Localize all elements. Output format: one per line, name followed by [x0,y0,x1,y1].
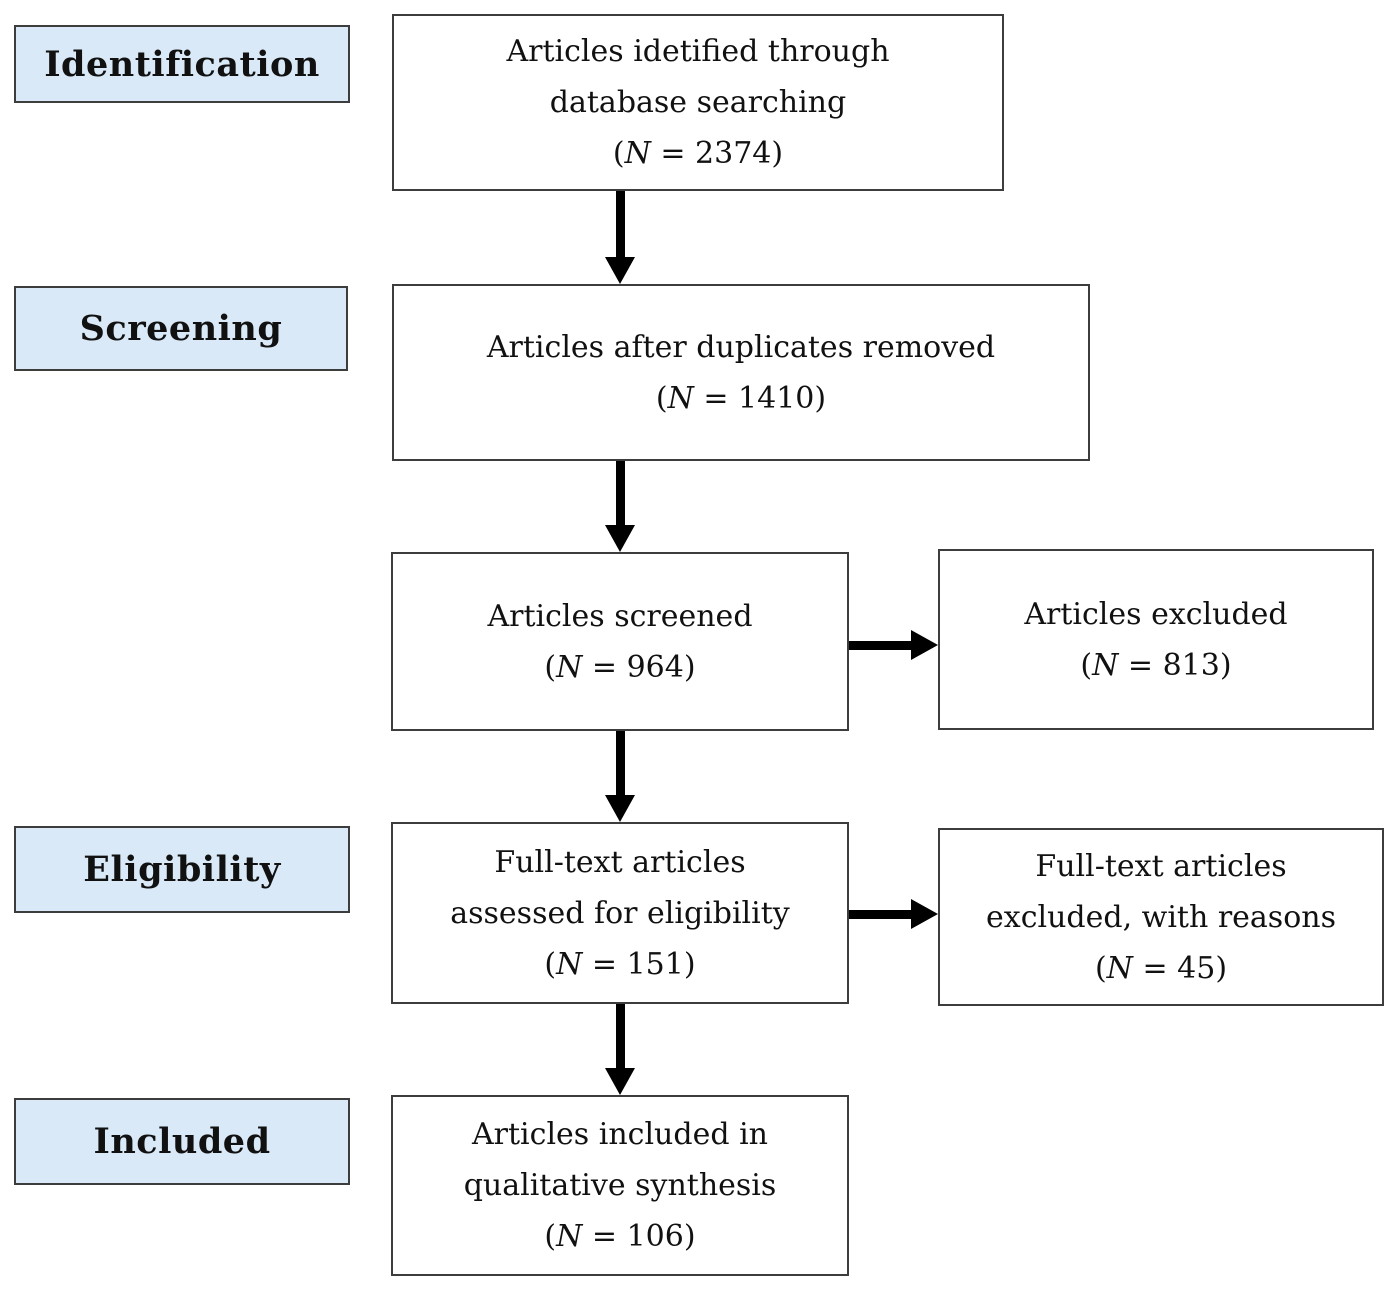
box-text-line: Articles after duplicates removed [486,329,996,365]
count-value: 45 [1177,950,1216,986]
count-line: (N = 964) [544,649,696,685]
arrow-stem [849,909,911,919]
arrow-screened-to-assessed [605,731,635,822]
stage-label-eligibility: Eligibility [14,826,350,913]
arrow-down-icon [605,1068,635,1095]
box-text: Articles included in qualitative synthes… [393,1109,847,1262]
box-included-qualitative: Articles included in qualitative synthes… [391,1095,849,1276]
box-fulltext-assessed: Full-text articles assessed for eligibil… [391,822,849,1004]
stage-label-text: Identification [44,43,320,85]
box-text: Full-text articles excluded, with reason… [940,841,1382,994]
box-text-line: Full-text articles [1035,848,1287,884]
arrow-stem [615,1004,625,1068]
box-text-line: Articles idetified through [506,34,890,69]
box-articles-identified: Articles idetified through database sear… [392,14,1004,191]
n-variable: N [556,1219,583,1254]
box-text: Articles after duplicates removed (N = 1… [394,322,1088,424]
count-value: 1410 [738,380,815,416]
arrow-right-icon [911,899,938,929]
box-text: Articles idetified through database sear… [394,26,1002,179]
arrow-assessed-to-fulltext-excluded [849,899,938,929]
arrow-assessed-to-included [605,1004,635,1095]
box-text-line: assessed for eligibility [450,895,790,931]
box-text-line: Articles excluded [1024,596,1288,632]
count-value: 151 [626,946,684,982]
n-variable: N [624,136,651,171]
arrow-right-icon [911,630,938,660]
box-text-line: Full-text articles [494,844,746,880]
box-text-line: database searching [549,85,847,120]
count-line: (N = 151) [544,946,696,982]
arrow-stem [615,191,625,257]
n-variable: N [556,946,583,982]
box-articles-screened: Articles screened (N = 964) [391,552,849,731]
box-text-line: qualitative synthesis [463,1168,777,1203]
count-line: (N = 106) [544,1219,696,1254]
box-text: Articles excluded (N = 813) [940,589,1372,691]
box-articles-excluded: Articles excluded (N = 813) [938,549,1374,730]
count-line: (N = 2374) [612,136,784,171]
stage-label-text: Eligibility [83,849,281,890]
stage-label-identification: Identification [14,25,350,103]
stage-label-included: Included [14,1098,350,1185]
arrow-stem [615,731,625,795]
box-fulltext-excluded: Full-text articles excluded, with reason… [938,828,1384,1006]
arrow-stem [849,640,911,650]
count-line: (N = 1410) [655,380,827,416]
box-text-line: excluded, with reasons [986,899,1336,935]
arrow-identified-to-duplicates [605,191,635,284]
stage-label-screening: Screening [14,286,348,371]
arrow-duplicates-to-screened [605,461,635,552]
n-variable: N [1106,950,1133,986]
arrow-screened-to-excluded [849,630,938,660]
n-variable: N [667,380,694,416]
count-value: 964 [626,649,684,685]
stage-label-text: Included [93,1121,271,1162]
arrow-down-icon [605,795,635,822]
box-text-line: Articles screened [487,598,753,634]
arrow-stem [615,461,625,525]
box-text: Full-text articles assessed for eligibil… [393,837,847,990]
count-line: (N = 45) [1094,950,1228,986]
box-duplicates-removed: Articles after duplicates removed (N = 1… [392,284,1090,461]
count-value: 106 [626,1219,684,1254]
stage-label-text: Screening [79,308,283,349]
arrow-down-icon [605,257,635,284]
box-text: Articles screened (N = 964) [393,591,847,693]
count-value: 2374 [695,136,772,171]
count-value: 813 [1162,647,1220,683]
count-line: (N = 813) [1080,647,1232,683]
arrow-down-icon [605,525,635,552]
n-variable: N [556,649,583,685]
box-text-line: Articles included in [472,1117,768,1152]
n-variable: N [1092,647,1119,683]
